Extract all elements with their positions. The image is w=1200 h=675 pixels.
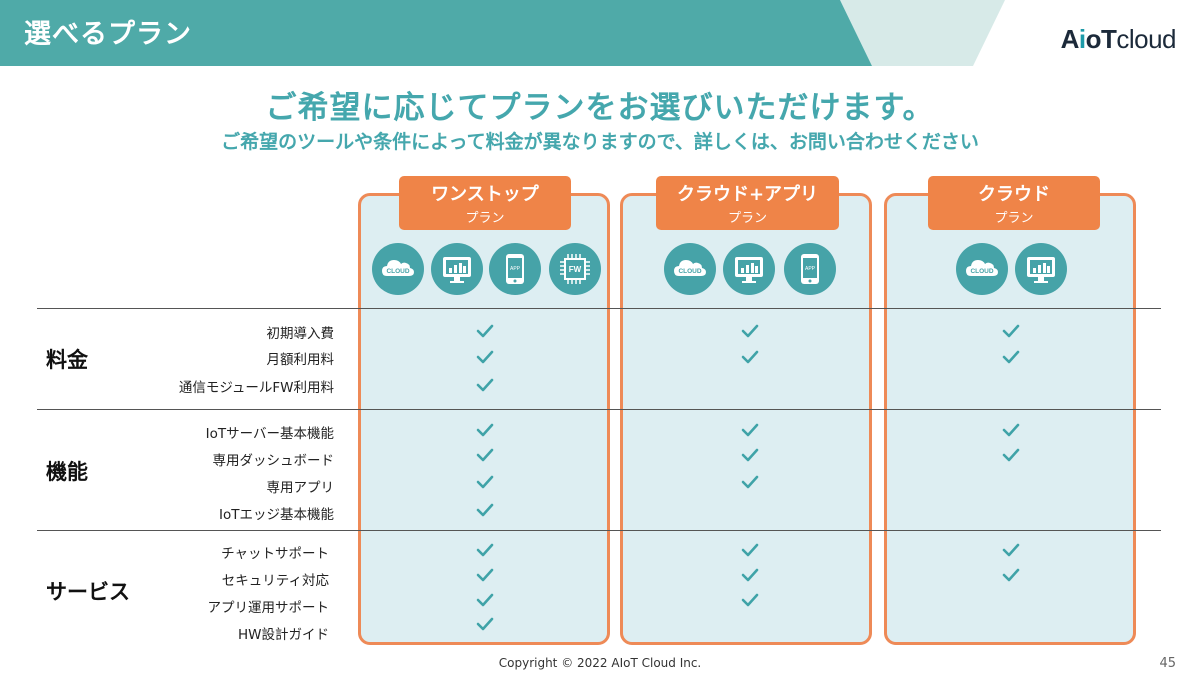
section-divider xyxy=(37,530,1161,531)
plan-badge-cloud: クラウド プラン xyxy=(928,176,1100,230)
check-icon xyxy=(476,593,494,607)
check-icon xyxy=(476,543,494,557)
svg-text:CLOUD: CLOUD xyxy=(386,268,409,275)
plan-name: クラウド xyxy=(978,184,1050,205)
check-icon xyxy=(476,324,494,338)
feature-label: チャットサポート xyxy=(221,546,329,562)
monitor-icon xyxy=(1015,243,1067,295)
check-icon xyxy=(1002,350,1020,364)
plan-name: ワンストップ xyxy=(431,184,539,205)
check-icon xyxy=(741,350,759,364)
check-icon xyxy=(741,593,759,607)
plan-column-cloud xyxy=(884,193,1136,645)
check-icon xyxy=(741,423,759,437)
header-bar: 選べるプラン xyxy=(0,0,1200,66)
feature-label: 初期導入費 xyxy=(266,326,335,342)
check-icon xyxy=(476,503,494,517)
check-icon xyxy=(476,448,494,462)
feature-label: セキュリティ対応 xyxy=(221,573,329,589)
cloud-icon: CLOUD xyxy=(664,243,716,295)
copyright-text: Copyright © 2022 AIoT Cloud Inc. xyxy=(498,656,702,670)
header-background xyxy=(0,0,1005,66)
check-icon xyxy=(1002,448,1020,462)
plan-suffix: プラン xyxy=(727,211,767,226)
headline-subtitle: ご希望のツールや条件によって料金が異なりますので、詳しくは、お問い合わせください xyxy=(221,131,979,153)
category-label-pricing: 料金 xyxy=(46,348,88,372)
category-label-features: 機能 xyxy=(46,460,88,484)
plan-name: クラウド+アプリ xyxy=(676,184,819,205)
check-icon xyxy=(741,543,759,557)
svg-text:CLOUD: CLOUD xyxy=(970,268,993,275)
feature-label: IoTエッジ基本機能 xyxy=(219,507,334,523)
cloud-icon: CLOUD xyxy=(372,243,424,295)
section-divider xyxy=(37,409,1161,410)
monitor-icon xyxy=(723,243,775,295)
monitor-icon xyxy=(431,243,483,295)
plan-suffix: プラン xyxy=(465,211,505,226)
headline-title: ご希望に応じてプランをお選びいただけます。 xyxy=(265,90,935,126)
page-title: 選べるプラン xyxy=(24,19,192,50)
check-icon xyxy=(741,324,759,338)
feature-label: 通信モジュールFW利用料 xyxy=(178,380,334,396)
svg-text:APP: APP xyxy=(805,266,816,272)
feature-label: IoTサーバー基本機能 xyxy=(205,426,334,442)
app-phone-icon: APP xyxy=(784,243,836,295)
check-icon xyxy=(1002,423,1020,437)
check-icon xyxy=(741,568,759,582)
check-icon xyxy=(741,448,759,462)
plan-badge-cloud-app: クラウド+アプリ プラン xyxy=(656,176,839,230)
check-icon xyxy=(476,378,494,392)
section-divider xyxy=(37,308,1161,309)
app-phone-icon: APP xyxy=(489,243,541,295)
check-icon xyxy=(476,568,494,582)
check-icon xyxy=(476,423,494,437)
fw-chip-icon: FW xyxy=(549,243,601,295)
svg-text:FW: FW xyxy=(569,265,582,274)
aiot-cloud-logo: AioTcloud xyxy=(1060,24,1177,54)
feature-label: アプリ運用サポート xyxy=(207,600,330,616)
check-icon xyxy=(1002,543,1020,557)
feature-label: 専用アプリ xyxy=(266,480,335,496)
check-icon xyxy=(476,617,494,631)
feature-label: HW設計ガイド xyxy=(238,627,329,643)
plan-suffix: プラン xyxy=(994,211,1034,226)
check-icon xyxy=(1002,568,1020,582)
category-label-services: サービス xyxy=(46,580,130,604)
plan-badge-onestop: ワンストップ プラン xyxy=(399,176,571,230)
check-icon xyxy=(476,475,494,489)
check-icon xyxy=(1002,324,1020,338)
check-icon xyxy=(476,350,494,364)
page-number: 45 xyxy=(1159,656,1176,671)
feature-label: 月額利用料 xyxy=(266,352,335,368)
svg-text:CLOUD: CLOUD xyxy=(678,268,701,275)
cloud-icon: CLOUD xyxy=(956,243,1008,295)
check-icon xyxy=(741,475,759,489)
feature-label: 専用ダッシュボード xyxy=(212,453,335,469)
svg-text:APP: APP xyxy=(510,266,521,272)
